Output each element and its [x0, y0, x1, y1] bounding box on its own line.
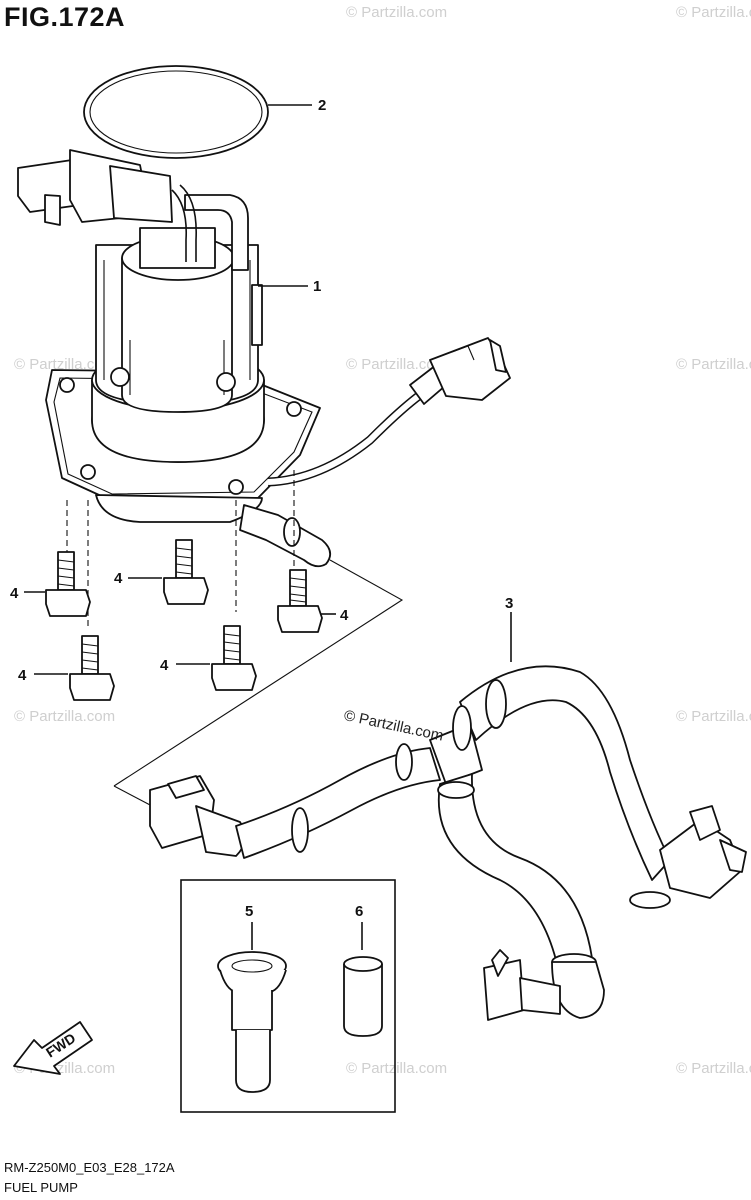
bolt-part[interactable] [211, 625, 257, 691]
callout-2: 2 [318, 97, 326, 114]
hose-sleeve-part[interactable] [343, 956, 383, 1037]
callout-4e: 4 [160, 657, 169, 674]
callout-4c: 4 [340, 607, 349, 624]
callout-4d: 4 [18, 667, 27, 684]
callout-1: 1 [313, 278, 321, 295]
bolt-part[interactable] [163, 539, 209, 605]
watermark: © Partzilla.com [676, 4, 751, 21]
watermark: © Partzilla.com [346, 356, 448, 373]
watermark: © Partzilla.com [676, 1060, 751, 1077]
bolt-part[interactable] [277, 569, 323, 633]
watermark: © Partzilla.com [346, 1060, 448, 1077]
callout-4b: 4 [114, 570, 123, 587]
watermark: © Partzilla.com [14, 356, 116, 373]
bolt-part[interactable] [69, 635, 115, 701]
watermark: © Partzilla.com [14, 708, 116, 725]
callout-5: 5 [245, 903, 253, 920]
callout-4a: 4 [10, 585, 19, 602]
watermark: © Partzilla.com [676, 356, 751, 373]
fuel-pipe-part[interactable] [217, 951, 287, 1093]
callout-3: 3 [505, 595, 513, 612]
watermark: © Partzilla.com [346, 4, 448, 21]
diagram-name: FUEL PUMP [4, 1180, 78, 1195]
diagram-code: RM-Z250M0_E03_E28_172A [4, 1160, 175, 1175]
o-ring-part[interactable] [83, 65, 269, 159]
bolt-part[interactable] [45, 551, 91, 617]
watermark: © Partzilla.com [676, 708, 751, 725]
fwd-arrow-icon: FWD [13, 1021, 93, 1075]
figure-title: FIG.172A [4, 2, 126, 32]
callout-6: 6 [355, 903, 363, 920]
fuel-hose-assembly-part[interactable] [149, 665, 747, 1021]
fuel-pump-assembly-part[interactable] [17, 149, 511, 630]
parts-box [180, 879, 396, 1113]
